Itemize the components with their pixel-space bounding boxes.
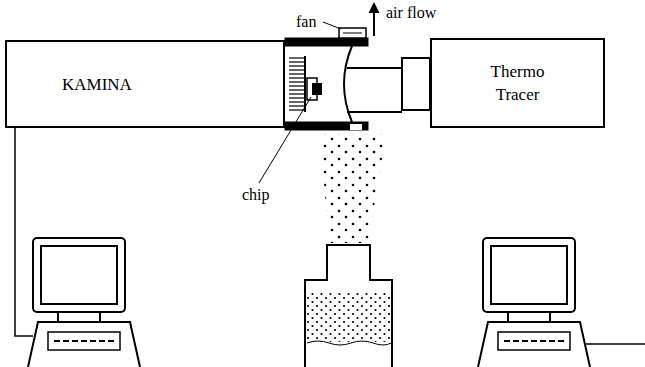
housing-bottom-bar [285,122,368,130]
camera-box: Thermo Tracer [430,38,605,128]
lens [344,46,352,122]
housing-top-bar [285,38,368,46]
fan-symbol [339,28,366,38]
air-flow-arrow [369,2,380,36]
vapour-dots [320,134,386,243]
air-inlet [350,124,362,130]
device-box: KAMINA [5,40,285,128]
laptop-computer [28,238,140,367]
cable [586,343,645,345]
chip-die [312,83,322,95]
laptop-computer [478,238,590,367]
flow-label: air flow [386,4,436,22]
chip-leader [259,97,311,183]
fan-leader [323,22,341,29]
adapter-tube [347,68,402,112]
chip-housing [285,38,430,130]
part-label: fan [296,13,316,31]
node-title: Thermo Tracer [486,60,550,106]
cable [15,128,33,336]
part-label: chip [242,186,270,204]
solvent-bottle [305,245,392,367]
heat-sink [289,56,305,112]
node-title: KAMINA [62,73,132,96]
adapter-ring [402,58,430,110]
